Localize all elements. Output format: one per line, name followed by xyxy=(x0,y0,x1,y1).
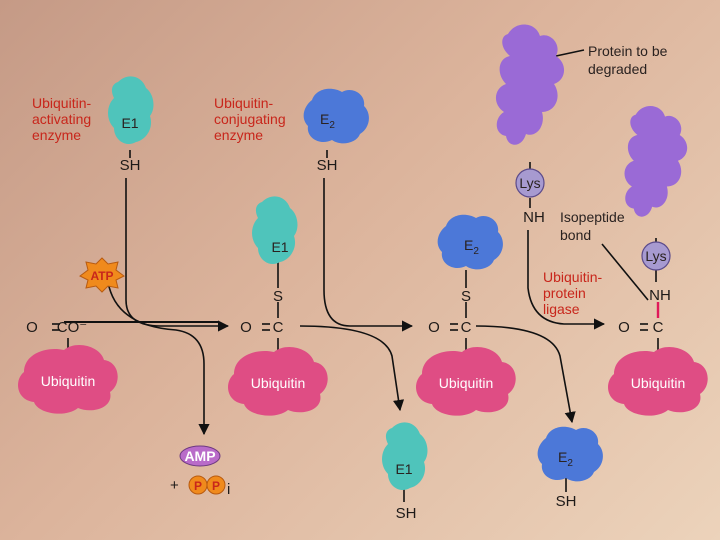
svg-text:Ubiquitin-: Ubiquitin- xyxy=(543,269,602,285)
ubiquitin-label: Ubiquitin xyxy=(631,375,685,391)
e2-label: E2 xyxy=(320,111,335,131)
c-label: C xyxy=(461,319,472,336)
s-label: S xyxy=(461,288,471,305)
e1-enzyme-middle: E1 xyxy=(252,196,298,265)
atp-badge: ATP xyxy=(79,257,125,293)
e1-shape xyxy=(108,76,154,145)
svg-text:Protein to be: Protein to be xyxy=(588,43,668,59)
svg-text:degraded: degraded xyxy=(588,61,647,77)
s-label: S xyxy=(273,288,283,305)
label-isopeptide-bond: Isopeptide bond xyxy=(560,209,625,243)
sh-label: SH xyxy=(317,157,338,174)
svg-text:conjugating: conjugating xyxy=(214,111,286,127)
e2-label: E2 xyxy=(464,237,479,257)
e1-label: E1 xyxy=(121,115,138,131)
c-label: C xyxy=(273,319,284,336)
bonds-and-arrows xyxy=(52,49,660,502)
svg-text:enzyme: enzyme xyxy=(214,127,263,143)
atp-label: ATP xyxy=(90,269,113,283)
sh-label: SH xyxy=(120,157,141,174)
svg-text:Ubiquitin-: Ubiquitin- xyxy=(214,95,273,111)
lys-residue-2: Lys xyxy=(641,241,671,271)
e2-enzyme-top: E2 xyxy=(303,88,369,144)
c-label: C xyxy=(653,319,664,336)
svg-text:protein: protein xyxy=(543,285,586,301)
protein-to-be-degraded-2 xyxy=(624,106,688,217)
ubiquitin-label: Ubiquitin xyxy=(41,373,95,389)
label-ubiquitin-protein-ligase: Ubiquitin- protein ligase xyxy=(543,269,602,317)
lys-label: Lys xyxy=(519,175,540,191)
o-label: O xyxy=(26,319,38,336)
phosphate-subscript: i xyxy=(227,481,230,498)
e2-shape xyxy=(303,88,369,144)
ubiquitin-label: Ubiquitin xyxy=(251,375,305,391)
svg-text:Isopeptide: Isopeptide xyxy=(560,209,625,225)
svg-text:activating: activating xyxy=(32,111,91,127)
e1-label: E1 xyxy=(395,461,412,477)
e2-shape xyxy=(537,426,603,482)
phosphate-label: P xyxy=(194,479,202,493)
label-ubiquitin-activating-enzyme: Ubiquitin- activating enzyme xyxy=(32,95,91,143)
label-protein-to-be-degraded: Protein to be degraded xyxy=(588,43,668,77)
ubiquitin-label: Ubiquitin xyxy=(439,375,493,391)
lys-residue-1: Lys xyxy=(515,168,545,198)
amp-label: AMP xyxy=(184,448,215,464)
e1-enzyme-top: E1 xyxy=(108,76,154,145)
e2-enzyme-middle: E2 xyxy=(437,214,503,270)
chemistry-labels: SH SH SH SH S S NH NH O CO⁻ O C O C O C xyxy=(26,157,671,522)
svg-text:bond: bond xyxy=(560,227,591,243)
ubiquitin-3: Ubiquitin xyxy=(416,347,516,416)
lys-label: Lys xyxy=(645,248,666,264)
e1-label: E1 xyxy=(271,239,288,255)
phosphate-label: P xyxy=(212,479,220,493)
svg-text:ligase: ligase xyxy=(543,301,580,317)
plus-sign: + xyxy=(170,477,179,494)
sh-label: SH xyxy=(396,505,417,522)
o-label: O xyxy=(240,319,252,336)
e2-enzyme-released: E2 xyxy=(537,426,603,482)
co-minus-label: CO⁻ xyxy=(57,319,87,336)
label-ubiquitin-conjugating-enzyme: Ubiquitin- conjugating enzyme xyxy=(214,95,286,143)
ubiquitin-4: Ubiquitin xyxy=(608,347,708,416)
nh-label: NH xyxy=(523,209,545,226)
svg-text:Ubiquitin-: Ubiquitin- xyxy=(32,95,91,111)
svg-text:enzyme: enzyme xyxy=(32,127,81,143)
e1-enzyme-released: E1 xyxy=(382,422,428,491)
e1-shape xyxy=(382,422,428,491)
protein-shape xyxy=(624,106,688,217)
ubiquitin-1: Ubiquitin xyxy=(18,345,118,414)
o-label: O xyxy=(618,319,630,336)
e2-label: E2 xyxy=(558,449,573,469)
pyrophosphate: + P P i xyxy=(170,475,230,498)
sh-label: SH xyxy=(556,493,577,510)
protein-to-be-degraded-1 xyxy=(495,24,565,145)
amp-badge: AMP xyxy=(179,445,221,467)
protein-shape xyxy=(495,24,565,145)
ubiquitin-2: Ubiquitin xyxy=(228,347,328,416)
o-label: O xyxy=(428,319,440,336)
nh-label: NH xyxy=(649,287,671,304)
